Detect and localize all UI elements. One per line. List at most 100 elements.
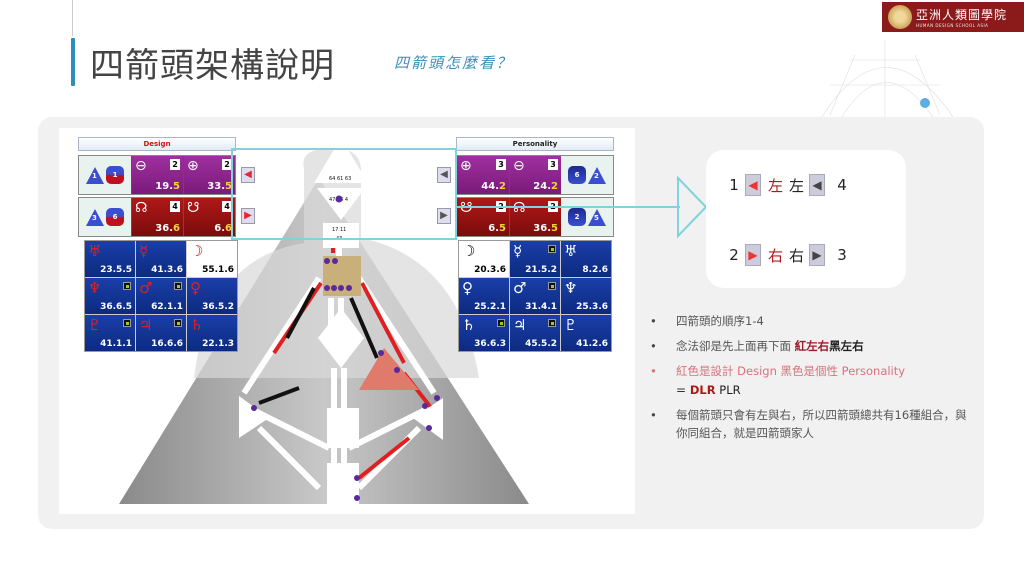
triangle-icon: 2 (588, 166, 606, 184)
design-header: Design (78, 137, 236, 151)
throat-top-gates-label: 17 11 (332, 227, 346, 233)
sun-icon: ⊖ (135, 158, 147, 174)
legend-word-personality: 右 (789, 246, 805, 265)
planet-activation-value: 21.5.2 (525, 265, 557, 275)
gate-marker (354, 475, 360, 481)
design-south-node-cell: ☋ 4 6.6 (183, 198, 235, 236)
octagon-icon: 6 (106, 208, 124, 226)
personality-planet-cell: ♀25.2.1 (459, 278, 509, 314)
title-accent-bar (71, 38, 75, 86)
fixation-marker-icon (174, 282, 182, 290)
planet-activation-value: 16.6.6 (151, 339, 183, 349)
planet-activation-value: 41.1.1 (100, 339, 132, 349)
planet-activation-value: 45.5.2 (525, 339, 557, 349)
channel-personality-segment (285, 287, 316, 339)
personality-planet-grid: ☽20.3.6☿21.5.2♅8.2.6♀25.2.1♂31.4.1♆25.3.… (458, 240, 612, 352)
planet-activation-value: 20.3.6 (474, 265, 506, 275)
planet-glyph-icon: ☿ (513, 242, 523, 260)
line-badge: 3 (496, 159, 506, 170)
ajna-center (317, 188, 365, 220)
personality-header: Personality (456, 137, 614, 151)
planet-activation-value: 31.4.1 (525, 302, 557, 312)
planet-activation-value: 22.1.3 (202, 339, 234, 349)
design-planet-cell: ☽55.1.6 (187, 241, 237, 277)
logo-english-name: HUMAN DESIGN SCHOOL ASIA (916, 23, 989, 28)
callout-connector-line (456, 206, 680, 208)
planet-glyph-icon: ♃ (513, 316, 527, 334)
planet-glyph-icon: ♅ (564, 242, 578, 260)
legend-row-2: 2 ▶ 右 右 ▶ 3 (726, 244, 850, 266)
design-sun-cell: ⊖ 2 19.5 (131, 156, 183, 194)
bullet-color-meaning: 紅色是設計 Design 黑色是個性 Personality (650, 362, 970, 380)
octagon-icon: 1 (106, 166, 124, 184)
design-planet-cell: ♂ 62.1.1 (136, 278, 186, 314)
personality-earth-cell: ⊖ 3 24.2 (509, 156, 561, 194)
earth-icon: ⊖ (513, 158, 525, 174)
personality-left-arrow-icon: ◀ (809, 174, 826, 196)
design-planet-cell: ♅23.5.5 (85, 241, 135, 277)
triangle-icon: 5 (588, 208, 606, 226)
fixation-marker-icon (497, 319, 505, 327)
legend-number: 1 (729, 176, 739, 194)
explanation-list: 四箭頭的順序1-4 念法卻是先上面再下面 紅左右黑左右 紅色是設計 Design… (650, 312, 970, 449)
gate-marker (332, 258, 338, 264)
page-title: 四箭頭架構說明 (90, 46, 335, 86)
personality-sun-cell: ⊕ 3 44.2 (457, 156, 509, 194)
legend-number: 4 (837, 176, 847, 194)
head-gates-label: 64 61 63 (329, 176, 351, 182)
planet-activation-value: 36.5.2 (202, 302, 234, 312)
gate-marker (335, 195, 343, 203)
solar-plexus-center (413, 398, 443, 440)
personality-right-arrow-icon: ▶ (809, 244, 826, 266)
planet-activation-value: 25.3.6 (576, 302, 608, 312)
planet-glyph-icon: ☽ (190, 242, 204, 260)
personality-south-node-cell: ☋ 2 6.5 (457, 198, 509, 236)
north-node-icon: ☊ (513, 200, 526, 216)
legend-number: 2 (729, 246, 739, 264)
triangle-icon: 3 (86, 208, 104, 226)
line-badge: 4 (170, 201, 180, 212)
planet-glyph-icon: ♂ (139, 279, 153, 297)
head-center (314, 138, 368, 183)
root-center (327, 463, 359, 505)
sacral-center (327, 408, 359, 448)
design-planet-grid: ♅23.5.5☿41.3.6☽55.1.6♆36.6.5♂62.1.1♀36.5… (84, 240, 238, 352)
personality-planet-cell: ♅8.2.6 (561, 241, 611, 277)
callout-arrow-icon (677, 176, 708, 238)
fixation-marker-icon (548, 245, 556, 253)
fixation-marker-icon (123, 282, 131, 290)
g-center (318, 308, 364, 368)
design-planet-cell: ♄22.1.3 (187, 315, 237, 351)
personality-planet-cell: ♄36.6.3 (459, 315, 509, 351)
design-variable-row-1: 1 1 ⊖ 2 19.5 ⊕ 2 33.5 (78, 155, 236, 195)
design-left-arrow-icon: ◀ (745, 174, 761, 196)
arrows-highlight-box (231, 148, 457, 240)
personality-north-node-cell: ☊ 2 36.5 (509, 198, 561, 236)
personality-symbol-cell: 2 5 (561, 198, 613, 236)
planet-glyph-icon: ♆ (564, 279, 578, 297)
design-earth-cell: ⊕ 2 33.5 (183, 156, 235, 194)
logo-emblem-icon (888, 5, 912, 29)
personality-planet-cell: ♆ 25.3.6 (561, 278, 611, 314)
planet-activation-value: 25.2.1 (474, 302, 506, 312)
bullet-reading-order: 念法卻是先上面再下面 紅左右黑左右 (650, 337, 970, 355)
page-subtitle: 四箭頭怎麼看？ (394, 54, 514, 72)
design-planet-cell: ♃16.6.6 (136, 315, 186, 351)
south-node-icon: ☋ (187, 200, 200, 216)
planet-activation-value: 36.6.5 (100, 302, 132, 312)
bullet-order: 四箭頭的順序1-4 (650, 312, 970, 330)
legend-word-personality: 左 (789, 176, 805, 195)
ego-center (359, 348, 419, 390)
triangle-icon: 1 (86, 166, 104, 184)
line-badge: 2 (222, 159, 232, 170)
gate-marker (378, 350, 384, 356)
planet-activation-value: 62.1.1 (151, 302, 183, 312)
personality-variable-row-1: ⊕ 3 44.2 ⊖ 3 24.2 6 2 (456, 155, 614, 195)
design-north-node-cell: ☊ 4 36.6 (131, 198, 183, 236)
legend-row-1: 1 ◀ 左 左 ◀ 4 (726, 174, 850, 196)
north-node-icon: ☊ (135, 200, 148, 216)
personality-symbol-cell: 6 2 (561, 156, 613, 194)
top-divider-line (72, 0, 73, 36)
planet-glyph-icon: ♄ (462, 316, 476, 334)
design-top-arrow-icon: ◀ (241, 167, 255, 183)
